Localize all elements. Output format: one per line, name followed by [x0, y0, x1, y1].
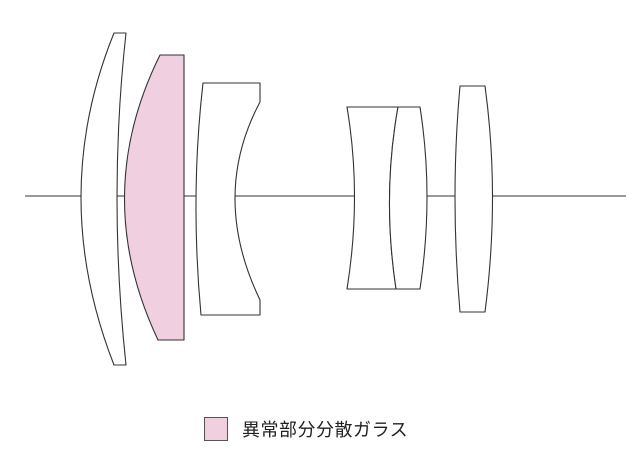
lens-element-5: [388, 106, 428, 290]
lens-element-2-ed: [123, 54, 185, 341]
legend-swatch-ed-glass: [204, 417, 228, 441]
legend: 異常部分分散ガラス: [204, 416, 408, 442]
lens-element-6: [454, 85, 494, 313]
legend-label: 異常部分分散ガラス: [242, 420, 409, 441]
lens-element-3: [195, 82, 261, 316]
lens-element-1: [80, 32, 127, 366]
